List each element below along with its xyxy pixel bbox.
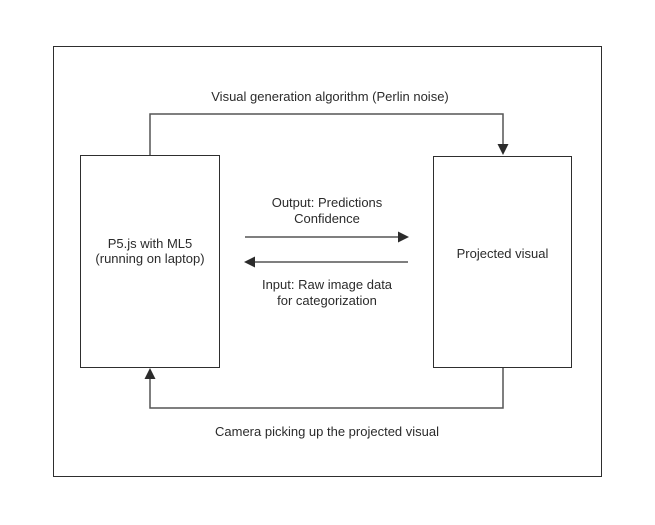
node-p5js-label-line2: (running on laptop) [95, 250, 205, 266]
edge-top-path [149, 113, 504, 155]
edge-output-label: Output: Predictions Confidence [272, 195, 383, 227]
arrow-left-icon [244, 256, 255, 268]
edge-output-label-line1: Output: Predictions [271, 195, 383, 210]
node-projected-visual: Projected visual [433, 156, 572, 368]
node-p5js-ml5: P5.js with ML5 (running on laptop) [80, 155, 220, 368]
edge-input-label-line1: Input: Raw image data [261, 277, 393, 292]
edge-top-label: Visual generation algorithm (Perlin nois… [211, 89, 449, 104]
edge-input-label: Input: Raw image data for categorization [262, 277, 392, 309]
arrow-up-icon [144, 368, 156, 379]
edge-output-label-line2: Confidence [294, 211, 360, 226]
node-p5js-label-line1: P5.js with ML5 [107, 235, 193, 251]
edge-bottom-label: Camera picking up the projected visual [214, 424, 440, 439]
edge-input-label-line2: for categorization [277, 293, 377, 308]
node-projected-visual-label: Projected visual [456, 245, 549, 261]
edge-bottom-path [149, 368, 504, 409]
arrow-right-icon [398, 231, 409, 243]
arrow-down-icon [497, 144, 509, 155]
